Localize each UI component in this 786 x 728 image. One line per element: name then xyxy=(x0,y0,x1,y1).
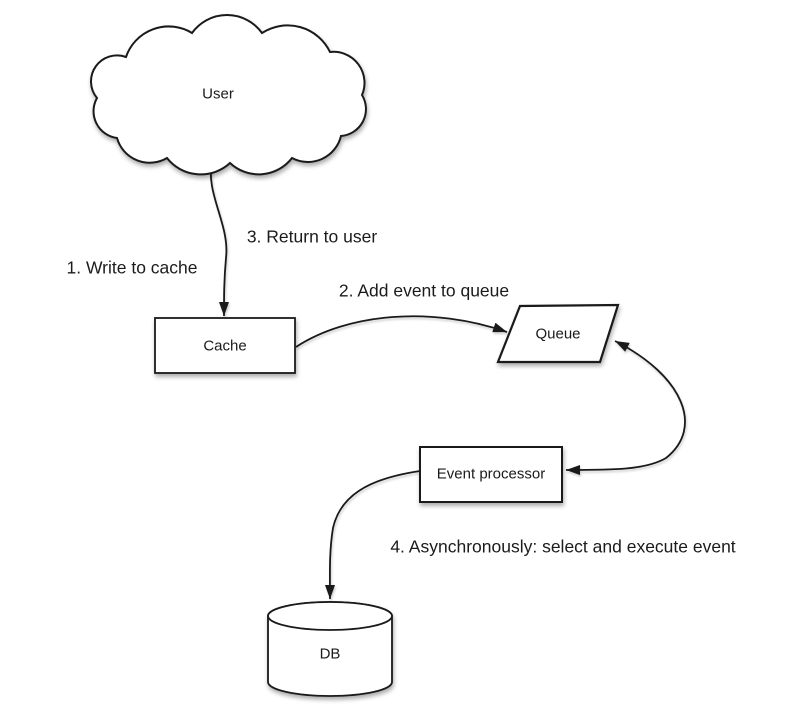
step-2-label: 2. Add event to queue xyxy=(338,280,510,301)
event-processor-node-label: Event processor xyxy=(436,465,546,483)
edge-user-to-cache xyxy=(209,159,230,317)
db-cylinder-shape xyxy=(267,601,393,697)
edge-queue-event-processor xyxy=(565,340,686,475)
user-cloud-shape xyxy=(90,14,367,176)
edge-cache-to-queue xyxy=(295,315,508,348)
event-processor-box-shape xyxy=(419,446,563,503)
user-node-label: User xyxy=(202,85,234,103)
step-4-label: 4. Asynchronously: select and execute ev… xyxy=(390,536,736,557)
queue-parallelogram-shape xyxy=(496,303,620,364)
step-1-label: 1. Write to cache xyxy=(66,257,198,278)
edge-event-processor-to-db xyxy=(324,470,421,600)
queue-node-label: Queue xyxy=(535,325,581,343)
cache-box-shape xyxy=(154,317,296,374)
cache-node-label: Cache xyxy=(203,337,247,355)
db-node-label: DB xyxy=(319,645,341,663)
step-3-label: 3. Return to user xyxy=(246,226,378,247)
